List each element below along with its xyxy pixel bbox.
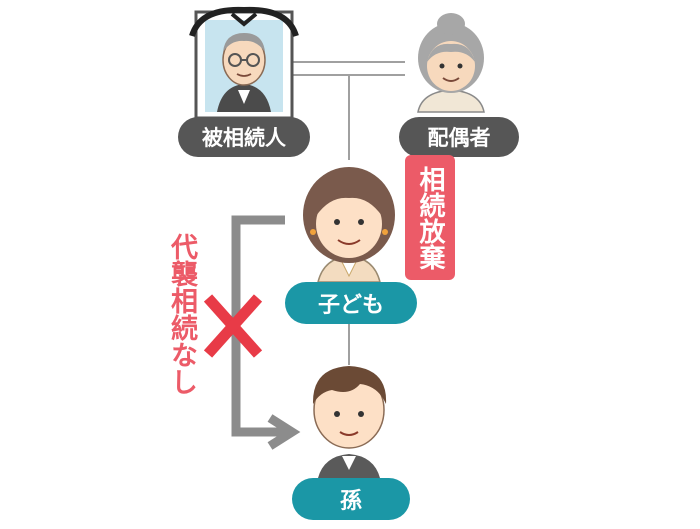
portrait-elderly-man-icon: [189, 6, 299, 120]
child-label: 子ども: [285, 282, 417, 324]
young-man-icon: [312, 366, 387, 478]
cross-mark-icon: [203, 294, 263, 358]
spouse-label: 配偶者: [399, 117, 519, 157]
woman-icon: [303, 167, 395, 283]
no-representation-note: 代襲相続なし: [166, 233, 197, 395]
grandchild-label: 孫: [292, 478, 410, 520]
connector-lines: [293, 61, 405, 365]
renunciation-tag: 相続放棄: [405, 155, 455, 280]
elderly-woman-icon: [417, 13, 485, 113]
deceased-label: 被相続人: [178, 117, 310, 157]
